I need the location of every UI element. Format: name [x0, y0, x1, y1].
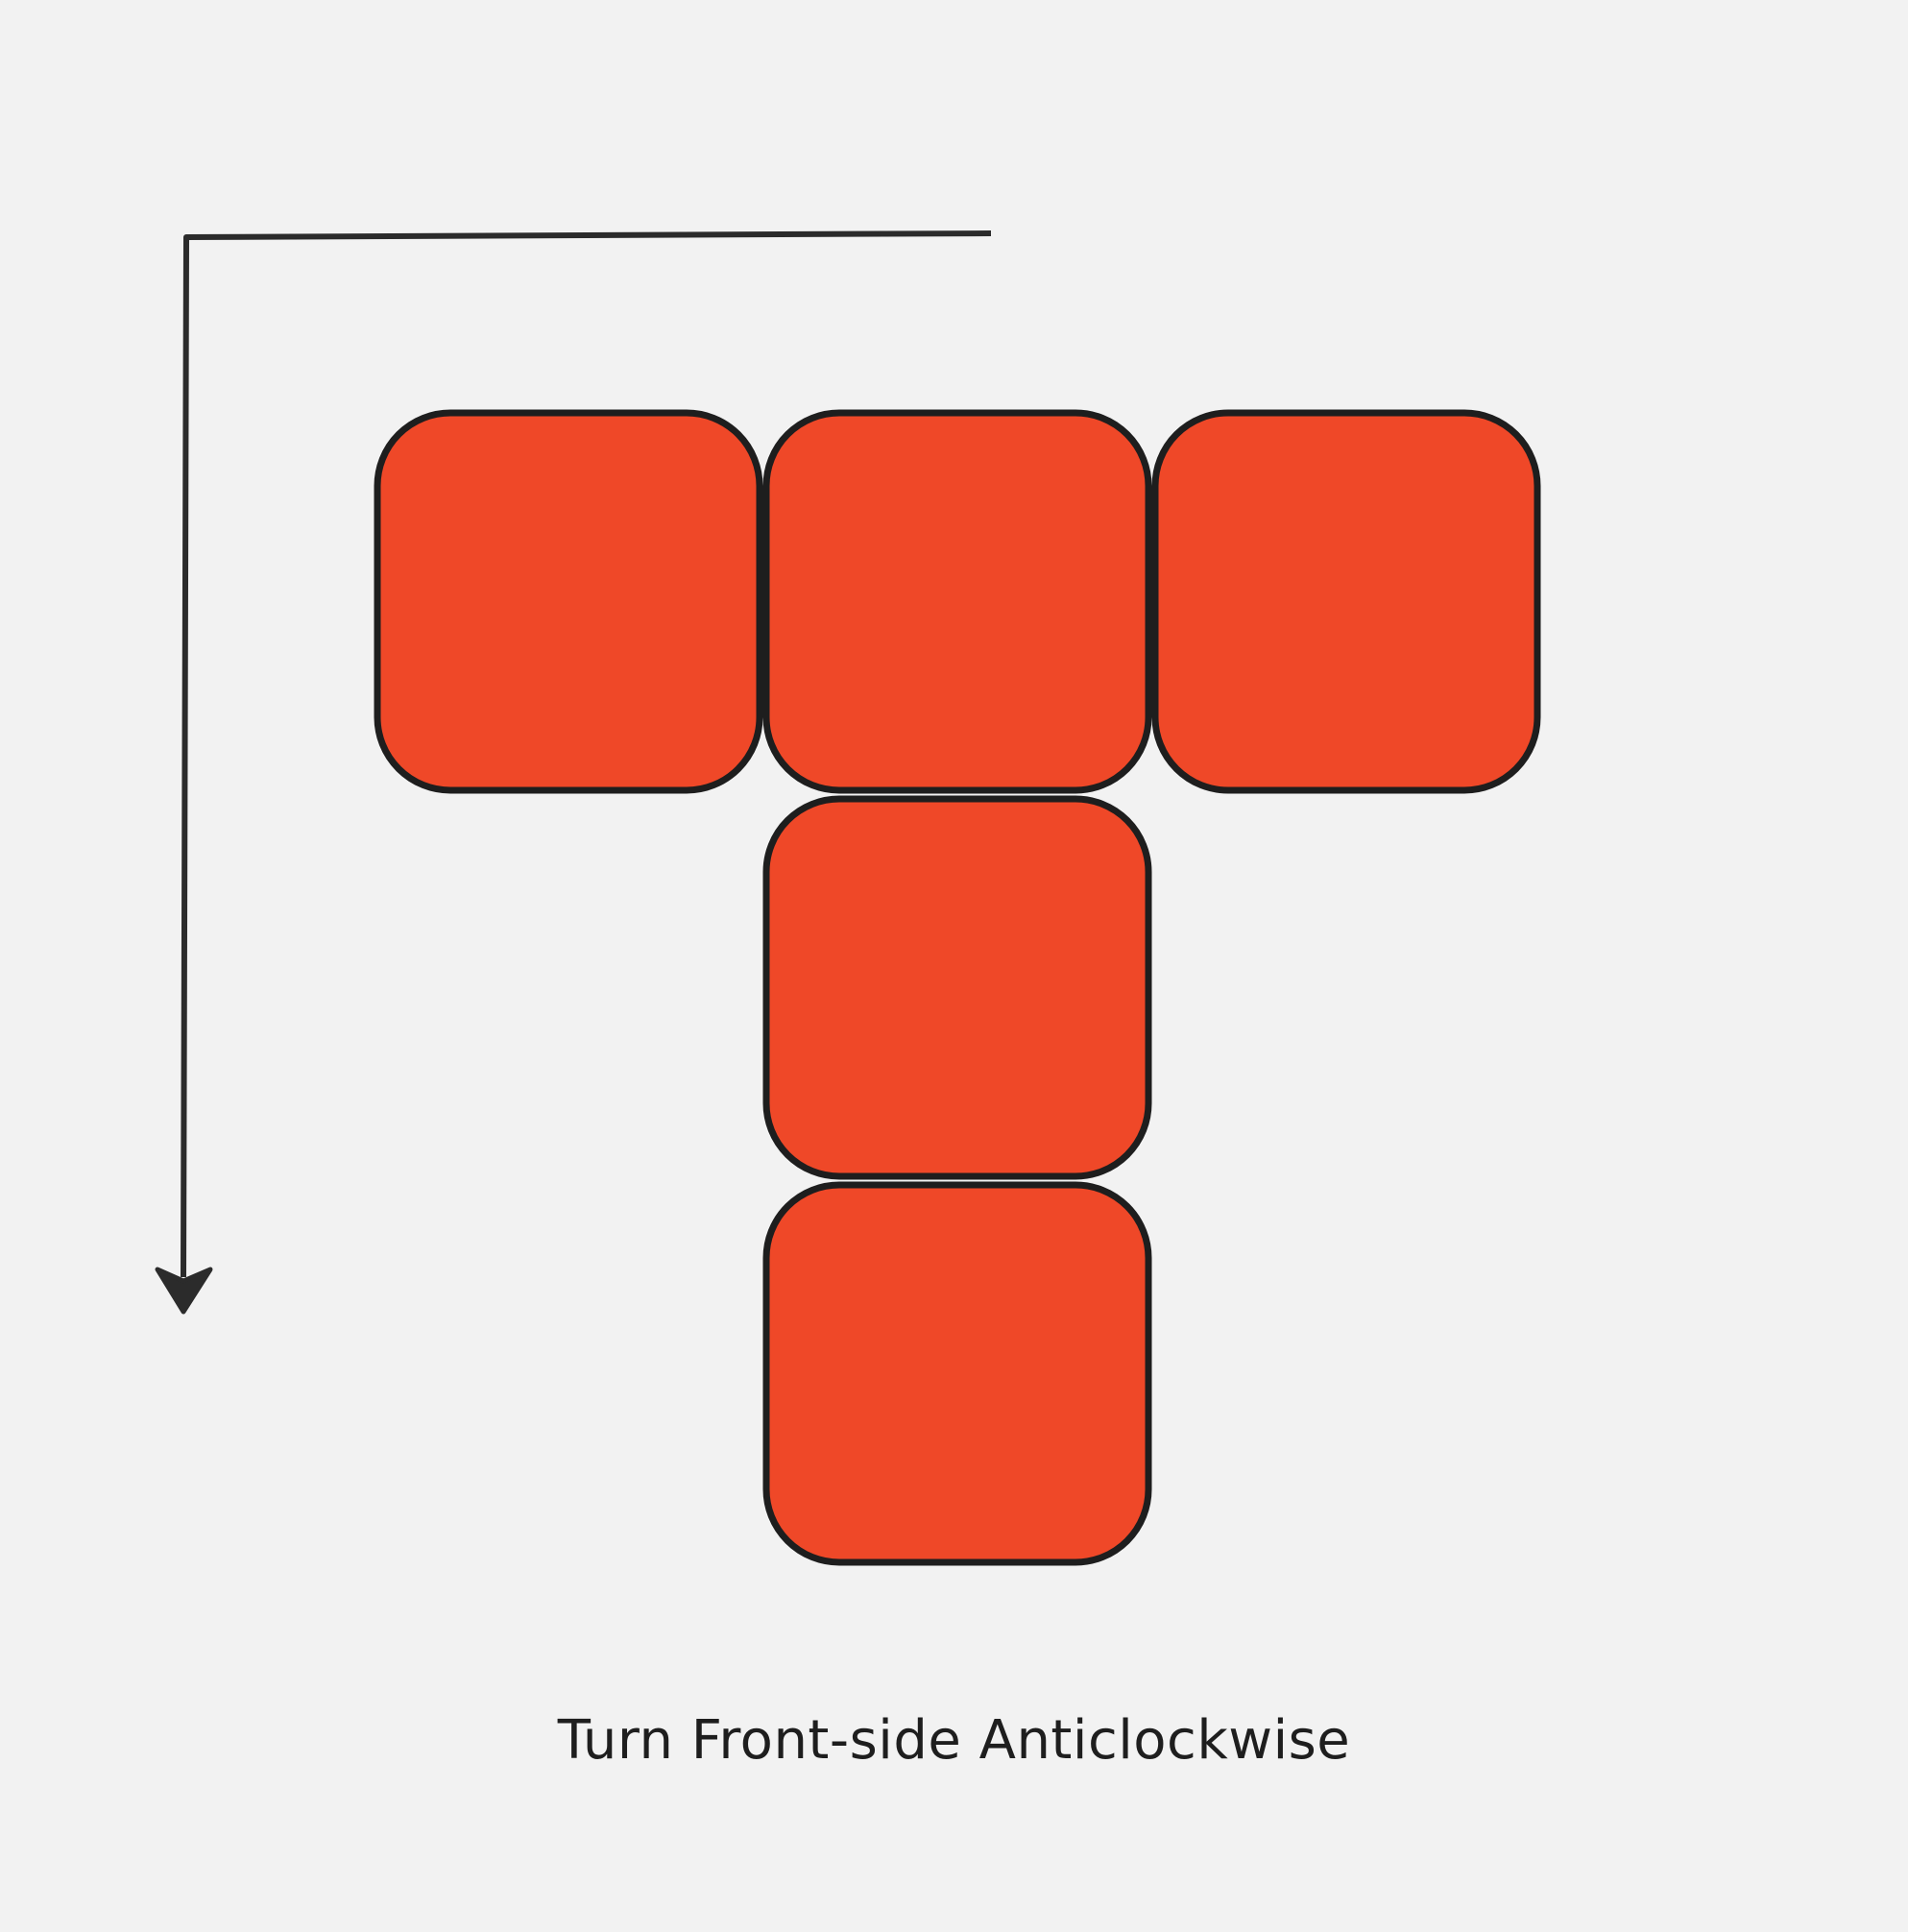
arrow-shaft	[181, 230, 992, 1278]
tile-bottom-center	[762, 1181, 1152, 1566]
tile-top-left	[374, 409, 763, 794]
diagram-caption: Turn Front-side Anticlockwise	[557, 1709, 1351, 1772]
tile-top-right	[1151, 409, 1541, 794]
turn-arrow-icon	[155, 230, 992, 1315]
tile-top-center	[762, 409, 1152, 794]
tile-middle-center	[762, 795, 1152, 1180]
arrow-head	[155, 1267, 213, 1315]
